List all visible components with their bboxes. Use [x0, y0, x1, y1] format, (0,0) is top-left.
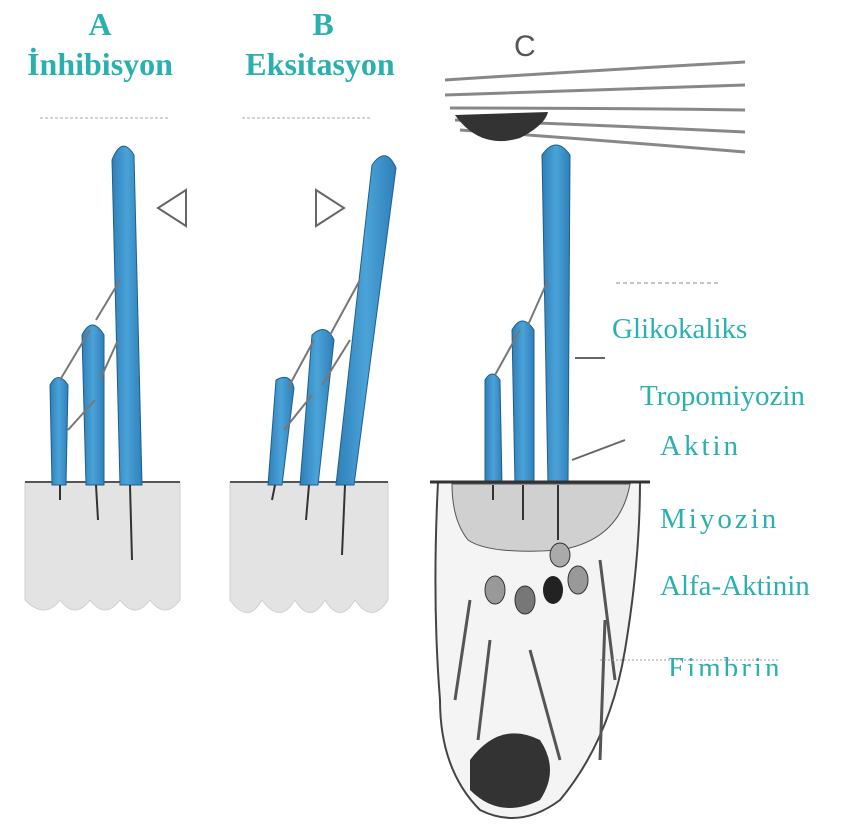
label-fimbrin: Fimbrin — [668, 654, 782, 676]
organelle-2 — [515, 586, 535, 614]
panel-a-letter: A — [80, 8, 120, 40]
panel-b-title: Eksitasyon — [220, 48, 420, 80]
panel-a-direction-arrow-icon — [158, 190, 186, 226]
panel-b-drawing — [230, 118, 396, 613]
panel-c-stereocilium-short — [485, 374, 502, 485]
panel-b-direction-arrow-icon — [316, 190, 344, 226]
panel-c-letter: C — [514, 30, 536, 64]
panel-a-stereocilium-short — [50, 378, 68, 486]
panel-b-cuticular-plate — [230, 482, 388, 613]
organelle-5 — [550, 543, 570, 567]
panel-a-cuticular-plate — [25, 482, 180, 610]
panel-a-title: İnhibisyon — [0, 48, 200, 80]
panel-c-stereocilium-tall — [542, 145, 570, 485]
panel-b-stereocilium-middle — [300, 330, 334, 485]
panel-a-stereocilium-tall — [112, 146, 142, 485]
panel-b-stereocilium-tall — [336, 156, 396, 485]
tropomiyozin-leader — [572, 440, 625, 460]
organelle-1 — [485, 576, 505, 604]
panel-b-stereocilium-short — [268, 377, 294, 485]
panel-c-stereocilium-middle — [512, 321, 534, 485]
panel-a-drawing — [25, 118, 186, 610]
label-glikokaliks: Glikokaliks — [612, 315, 747, 344]
organelle-4 — [568, 566, 588, 594]
label-miyozin: Miyozin — [660, 505, 779, 534]
label-tropomiyozin: Tropomiyozin — [640, 382, 805, 411]
organelle-3 — [543, 576, 563, 604]
fimbrin-label-clip: Fimbrin — [660, 650, 790, 676]
label-alfa-aktinin: Alfa-Aktinin — [660, 572, 810, 601]
panel-b-letter: B — [303, 8, 343, 40]
label-aktin: Aktin — [660, 432, 741, 461]
panel-a-stereocilium-middle — [82, 325, 104, 485]
